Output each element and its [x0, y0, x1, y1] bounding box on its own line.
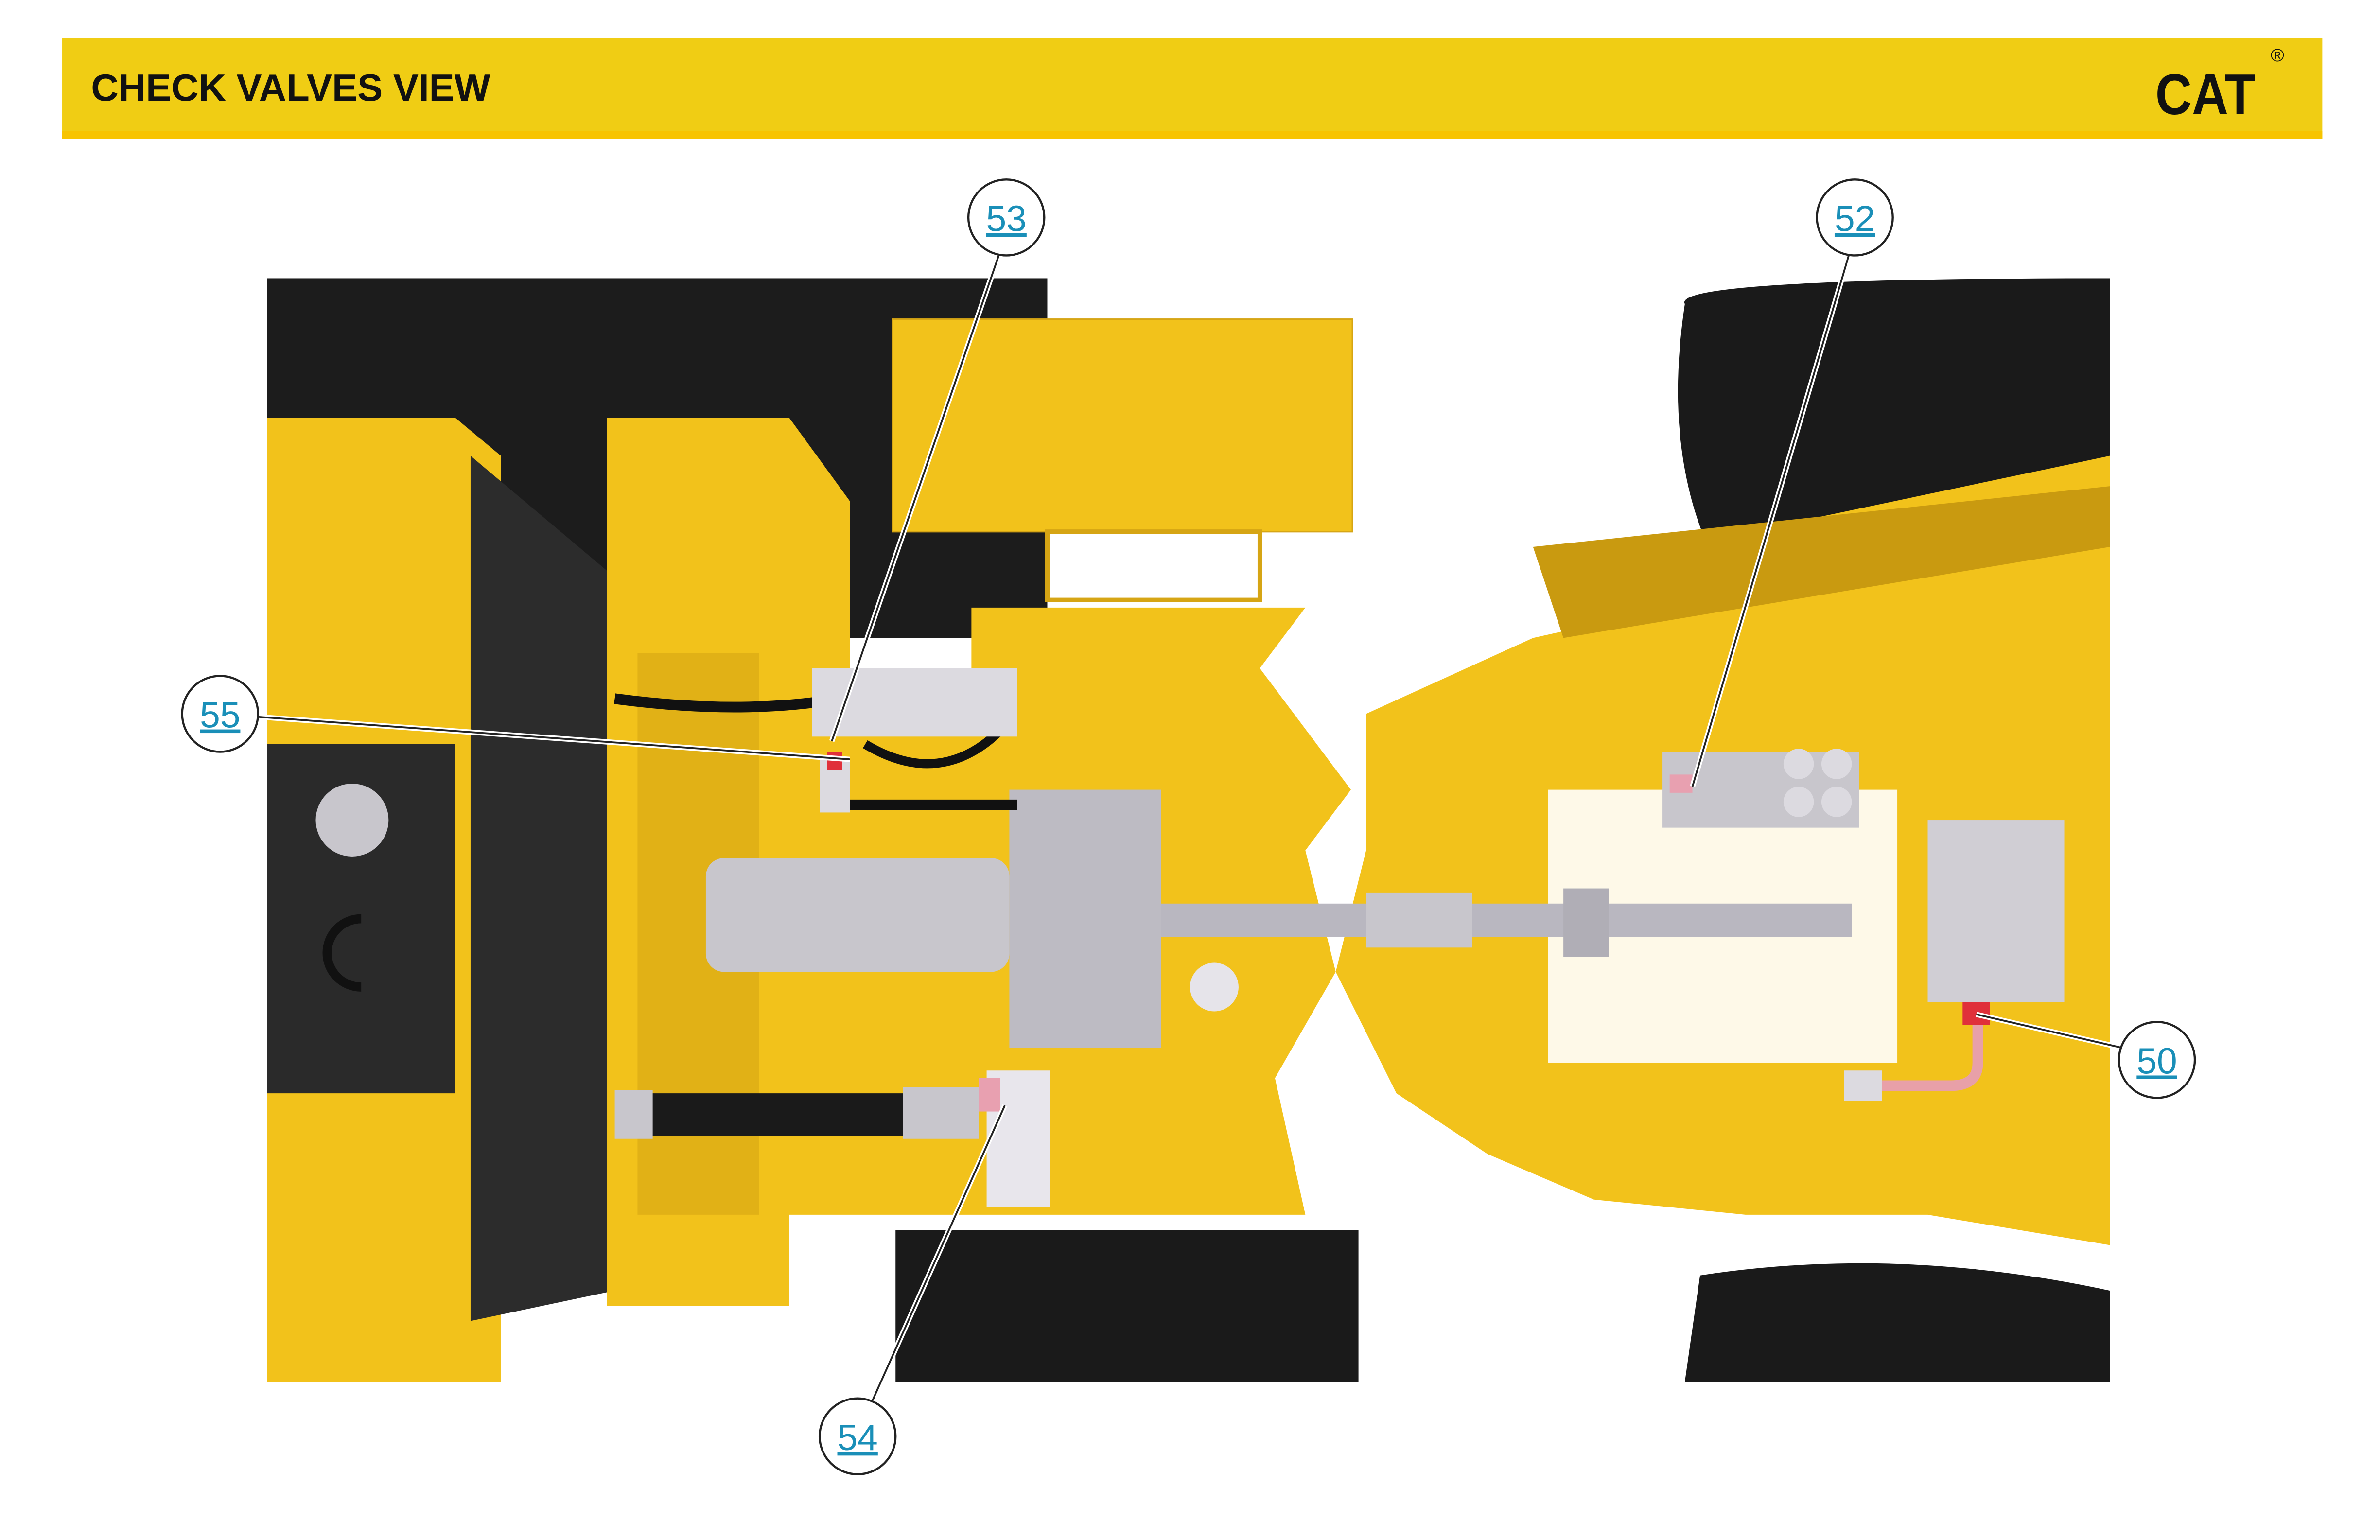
callout-50[interactable]: 50 — [2118, 1021, 2196, 1099]
callout-54[interactable]: 54 — [818, 1397, 897, 1476]
machine-illustration — [267, 278, 2110, 1382]
callout-53[interactable]: 53 — [967, 178, 1046, 257]
callout-50-link[interactable]: 50 — [2136, 1040, 2177, 1081]
callout-52[interactable]: 52 — [1816, 178, 1894, 257]
callout-52-link[interactable]: 52 — [1835, 198, 1875, 239]
leader-lines — [258, 254, 2123, 1401]
callout-53-link[interactable]: 53 — [986, 198, 1027, 239]
callout-55-link[interactable]: 55 — [200, 695, 240, 735]
cat-logo-text: CAT — [2155, 63, 2256, 127]
registered-mark: ® — [2271, 45, 2284, 65]
callout-55[interactable]: 55 — [181, 675, 260, 753]
cat-logo: CAT ® — [2155, 45, 2284, 127]
header-bar: CHECK VALVES VIEW CAT ® — [62, 38, 2323, 139]
page-title: CHECK VALVES VIEW — [91, 66, 490, 109]
callout-54-link[interactable]: 54 — [838, 1417, 878, 1458]
